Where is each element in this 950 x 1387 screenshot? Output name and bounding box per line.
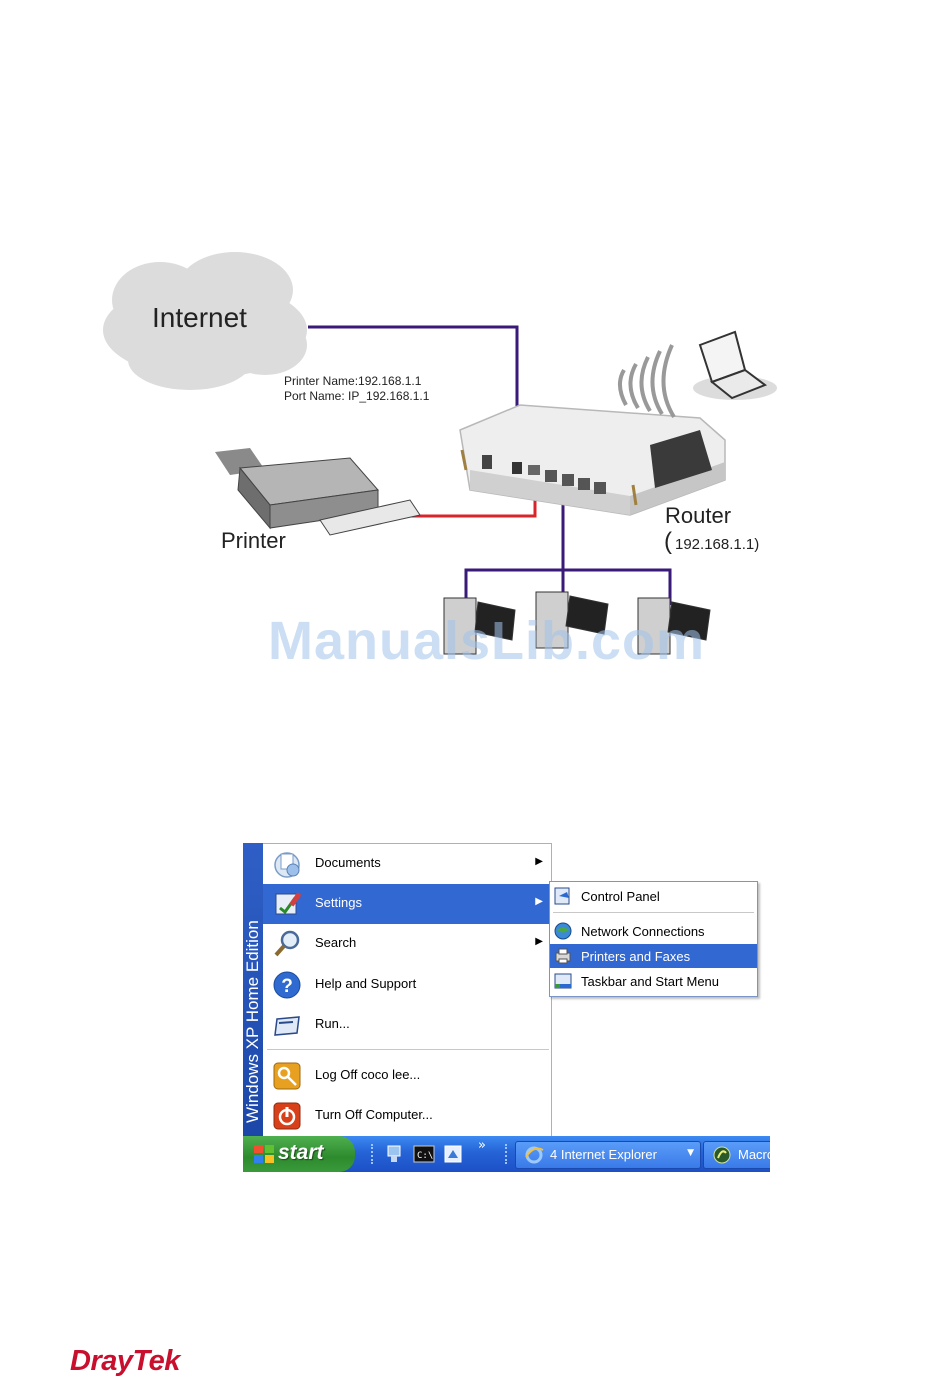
- run-icon: [274, 1016, 300, 1036]
- router-ip-paren: (: [664, 528, 672, 555]
- search-icon: [274, 930, 300, 957]
- svg-text:?: ?: [281, 976, 293, 997]
- windows-logo-icon: [254, 1145, 274, 1163]
- sidebar-edition-text: Windows XP Home Edition: [243, 920, 262, 1123]
- menu-item-log-off[interactable]: Log Off coco lee...: [263, 1056, 551, 1096]
- taskbar: start C:\ » 4 Internet Explorer ▼ Macro: [243, 1136, 770, 1172]
- menu-item-label: Turn Off Computer...: [315, 1107, 433, 1122]
- menu-item-label: Settings: [315, 895, 362, 910]
- submenu-arrow-icon: ▶: [535, 896, 543, 907]
- diagram-graphics: [103, 252, 777, 655]
- taskbar-button-internet-explorer[interactable]: 4 Internet Explorer ▼: [515, 1141, 701, 1169]
- network-diagram: Internet Printer Name:192.168.1.1 Port N…: [103, 252, 777, 655]
- quicklaunch-chevron-icon[interactable]: »: [478, 1138, 486, 1153]
- network-connections-icon: [554, 922, 572, 940]
- laptop-icon: [693, 330, 777, 400]
- watermark: ManualsLib.com: [268, 611, 706, 671]
- start-menu: Windows XP Home Edition Documents ▶ Sett…: [243, 843, 553, 1139]
- taskbar-icon: [554, 973, 572, 989]
- submenu-arrow-icon: ▶: [535, 936, 543, 947]
- start-label: start: [278, 1141, 324, 1164]
- menu-item-run[interactable]: Run...: [263, 1005, 551, 1045]
- client-pc-3: [637, 597, 711, 655]
- power-icon: [273, 1102, 301, 1130]
- menu-item-label: Help and Support: [315, 976, 417, 991]
- client-pc-2: [535, 591, 609, 649]
- router-ip-text: 192.168.1.1): [675, 536, 760, 553]
- internet-label: Internet: [152, 302, 247, 333]
- help-icon: ?: [273, 971, 301, 999]
- settings-submenu: Control Panel Network Connections Printe…: [549, 881, 758, 997]
- menu-item-help[interactable]: ? Help and Support: [263, 965, 551, 1005]
- taskbar-button-macro[interactable]: Macro: [703, 1141, 770, 1169]
- menu-item-label: Run...: [315, 1016, 350, 1031]
- macromedia-icon: [713, 1146, 731, 1164]
- submenu-separator: [553, 912, 754, 913]
- internet-cloud: [103, 252, 307, 390]
- documents-icon: [274, 852, 300, 878]
- menu-item-label: Documents: [315, 855, 381, 870]
- log-off-icon: [273, 1062, 301, 1090]
- wireless-signal-icon: [618, 344, 676, 419]
- menu-item-search[interactable]: Search ▶: [263, 924, 551, 964]
- submenu-item-printers-and-faxes[interactable]: Printers and Faxes: [550, 944, 757, 968]
- taskbar-button-label: 4 Internet Explorer: [550, 1147, 657, 1162]
- submenu-item-control-panel[interactable]: Control Panel: [550, 884, 757, 908]
- internet-explorer-icon: [525, 1146, 544, 1164]
- printer-label: Printer: [221, 528, 286, 553]
- port-name-text: Port Name: IP_192.168.1.1: [284, 389, 430, 403]
- draytek-logo: DrayTek: [70, 1345, 180, 1377]
- submenu-arrow-icon: ▶: [535, 856, 543, 867]
- submenu-item-label: Network Connections: [581, 924, 705, 939]
- group-dropdown-icon: ▼: [687, 1148, 694, 1158]
- lan-bus-line: [464, 568, 672, 605]
- printer-device-illustration: [215, 448, 421, 536]
- start-button[interactable]: start: [243, 1136, 355, 1172]
- show-desktop-icon[interactable]: [385, 1144, 403, 1164]
- taskbar-grip: [505, 1144, 509, 1164]
- taskbar-grip: [371, 1144, 375, 1164]
- quick-launch-app-icon[interactable]: [443, 1144, 463, 1164]
- submenu-item-network-connections[interactable]: Network Connections: [550, 919, 757, 943]
- settings-icon: [275, 892, 302, 915]
- submenu-item-taskbar-start-menu[interactable]: Taskbar and Start Menu: [550, 969, 757, 993]
- client-pc-1: [443, 597, 516, 655]
- menu-item-turn-off[interactable]: Turn Off Computer...: [263, 1096, 551, 1136]
- svg-text:C:\: C:\: [417, 1151, 433, 1161]
- submenu-item-label: Printers and Faxes: [581, 949, 691, 964]
- start-menu-sidebar: Windows XP Home Edition: [243, 843, 263, 1139]
- command-prompt-icon[interactable]: C:\: [413, 1145, 435, 1163]
- menu-item-settings[interactable]: Settings ▶: [263, 884, 551, 924]
- menu-item-label: Log Off coco lee...: [315, 1067, 421, 1082]
- submenu-item-label: Control Panel: [581, 889, 660, 904]
- router-device: [459, 404, 726, 516]
- taskbar-button-label: Macro: [738, 1147, 770, 1162]
- menu-item-label: Search: [315, 935, 357, 950]
- control-panel-icon: [554, 887, 570, 905]
- start-menu-panel: Documents ▶ Settings ▶ Search ▶ ?: [263, 843, 552, 1139]
- printer-name-text: Printer Name:192.168.1.1: [284, 374, 422, 388]
- submenu-item-label: Taskbar and Start Menu: [581, 974, 720, 989]
- printer-icon: [555, 948, 571, 964]
- menu-item-documents[interactable]: Documents ▶: [263, 844, 551, 884]
- menu-separator: [267, 1049, 549, 1050]
- router-label: Router: [665, 503, 732, 528]
